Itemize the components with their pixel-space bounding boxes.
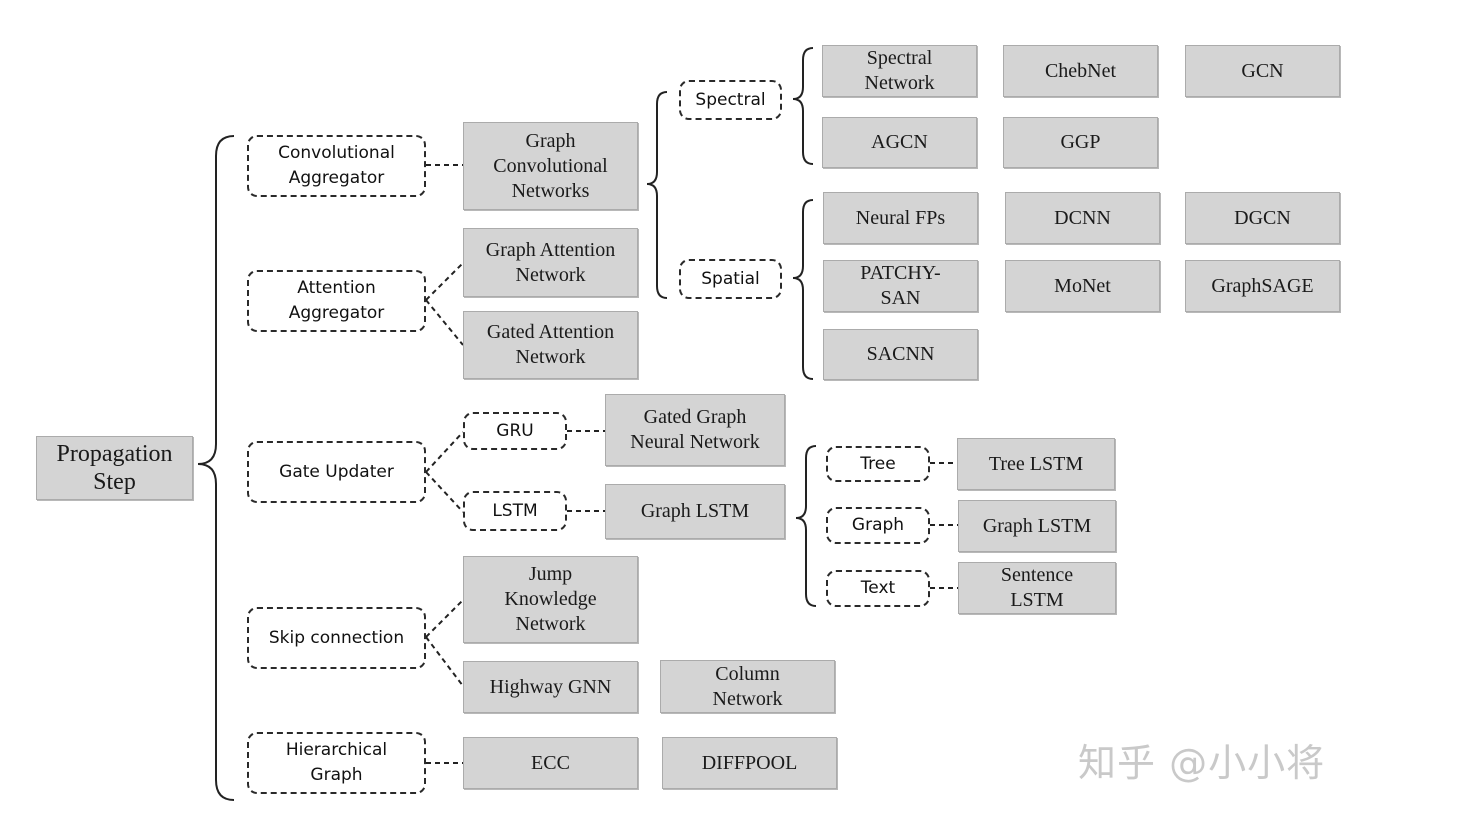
- sub-lstm: LSTM: [463, 491, 567, 531]
- category-gate-updater: Gate Updater: [247, 441, 426, 503]
- spatial-brace: [792, 199, 814, 380]
- category-label: Gate Updater: [279, 461, 394, 482]
- gate-to-gru: [425, 431, 464, 473]
- sub-label: Text: [860, 578, 896, 598]
- model-label: AGCN: [871, 131, 928, 153]
- root-label: Propagation Step: [56, 441, 173, 495]
- model-tree-lstm: Tree LSTM: [957, 438, 1115, 490]
- model-label: DIFFPOOL: [701, 751, 798, 774]
- category-convolutional-aggregator: Convolutional Aggregator: [247, 135, 426, 197]
- model-label: Gated Graph Neural Network: [630, 406, 760, 453]
- model-label: ChebNet: [1044, 59, 1117, 82]
- sub-spectral: Spectral: [679, 80, 782, 120]
- model-label: Jump Knowledge Network: [504, 563, 597, 635]
- model-chebnet: ChebNet: [1003, 45, 1158, 97]
- model-jump-knowledge-network: Jump Knowledge Network: [463, 556, 638, 643]
- sub-label: GRU: [496, 420, 534, 441]
- model-label: Graph LSTM: [982, 514, 1092, 537]
- model-spectral-network: Spectral Network: [822, 45, 977, 97]
- model-dcnn: DCNN: [1005, 192, 1160, 244]
- model-label: DCNN: [1054, 206, 1111, 229]
- model-label: MoNet: [1054, 274, 1111, 297]
- model-label: DGCN: [1234, 206, 1291, 229]
- model-label: Spectral Network: [864, 47, 935, 94]
- model-highway-gnn: Highway GNN: [463, 661, 638, 713]
- sub-gru: GRU: [463, 412, 567, 450]
- model-gcn: GCN: [1185, 45, 1340, 97]
- sub-tree: Tree: [826, 446, 930, 482]
- category-label: Convolutional Aggregator: [278, 143, 395, 188]
- sub-label: Tree: [860, 453, 896, 474]
- sub-label: Graph: [851, 515, 905, 535]
- model-monet: MoNet: [1005, 260, 1160, 312]
- sub-label: Spatial: [701, 268, 760, 289]
- model-graph-convolutional-networks: Graph Convolutional Networks: [463, 122, 638, 210]
- category-label: Attention Aggregator: [288, 278, 385, 323]
- model-graph-lstm-2: Graph LSTM: [958, 500, 1116, 552]
- model-label: ECC: [531, 751, 570, 774]
- category-skip-connection: Skip connection: [247, 607, 426, 669]
- model-label: GGP: [1060, 131, 1101, 153]
- skip-to-highway: [425, 636, 464, 687]
- model-dgcn: DGCN: [1185, 192, 1340, 244]
- watermark: 知乎 @小小将: [1078, 741, 1326, 785]
- sub-text: Text: [826, 570, 930, 607]
- att-to-gat: [425, 262, 464, 301]
- gcn-brace: [646, 91, 668, 299]
- model-label: SACNN: [866, 343, 935, 365]
- model-label: GCN: [1241, 59, 1284, 82]
- skip-to-jkn: [425, 599, 464, 638]
- model-diffpool: DIFFPOOL: [662, 737, 837, 789]
- sub-label: Spectral: [695, 89, 766, 110]
- att-to-gaan: [425, 299, 464, 346]
- model-neural-fps: Neural FPs: [823, 192, 978, 244]
- model-label: PATCHY- SAN: [860, 262, 941, 309]
- category-label: Hierarchical Graph: [285, 740, 388, 785]
- model-agcn: AGCN: [822, 117, 977, 168]
- model-graph-lstm: Graph LSTM: [605, 484, 785, 539]
- category-label: Skip connection: [268, 627, 405, 648]
- model-label: Highway GNN: [489, 675, 612, 698]
- model-label: Graph Attention Network: [485, 238, 616, 286]
- model-label: Column Network: [712, 662, 783, 710]
- model-graphsage: GraphSAGE: [1185, 260, 1340, 312]
- model-label: Graph LSTM: [640, 500, 750, 522]
- model-sacnn: SACNN: [823, 329, 978, 380]
- root-brace: [197, 135, 235, 801]
- model-label: Sentence LSTM: [1000, 564, 1074, 611]
- sub-label: LSTM: [492, 500, 538, 521]
- category-attention-aggregator: Attention Aggregator: [247, 270, 426, 332]
- model-label: Tree LSTM: [988, 452, 1084, 475]
- model-label: GraphSAGE: [1211, 274, 1314, 297]
- model-gated-attention-network: Gated Attention Network: [463, 311, 638, 379]
- model-graph-attention-network: Graph Attention Network: [463, 228, 638, 297]
- sub-spatial: Spatial: [679, 259, 782, 299]
- graph-lstm-brace: [795, 445, 817, 607]
- model-ecc: ECC: [463, 737, 638, 789]
- model-ggp: GGP: [1003, 117, 1158, 168]
- gate-to-lstm: [425, 471, 464, 513]
- model-label: Neural FPs: [855, 206, 946, 229]
- spectral-brace: [792, 47, 814, 165]
- model-gated-graph-neural-network: Gated Graph Neural Network: [605, 394, 785, 466]
- model-label: Gated Attention Network: [486, 321, 615, 368]
- model-column-network: Column Network: [660, 660, 835, 713]
- model-sentence-lstm: Sentence LSTM: [958, 562, 1116, 614]
- model-patchy-san: PATCHY- SAN: [823, 260, 978, 312]
- sub-graph: Graph: [826, 507, 930, 544]
- model-label: Graph Convolutional Networks: [493, 129, 608, 202]
- category-hierarchical-graph: Hierarchical Graph: [247, 732, 426, 794]
- root-node: Propagation Step: [36, 436, 193, 500]
